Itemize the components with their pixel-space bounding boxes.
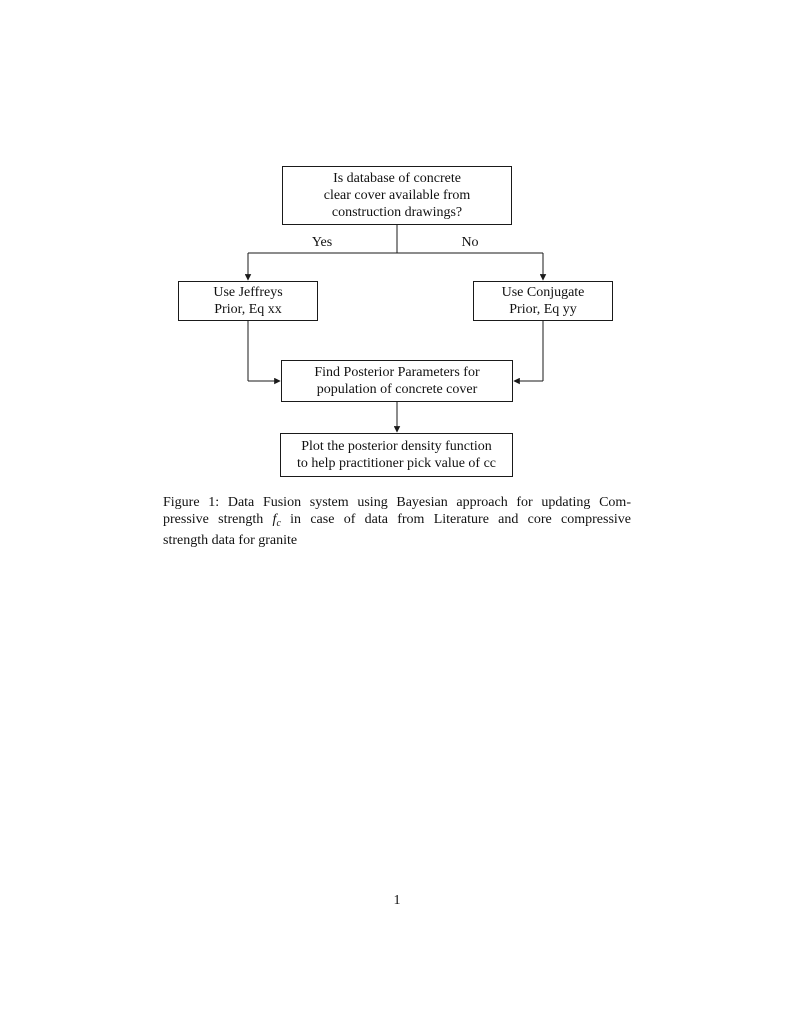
node-text-line: construction drawings? bbox=[331, 205, 463, 220]
flowchart-node-plot-posterior: Plot the posterior density function to h… bbox=[280, 433, 513, 477]
figure-caption: Figure 1: Data Fusion system using Bayes… bbox=[163, 494, 631, 549]
caption-line-2: pressive strength fc in case of data fro… bbox=[163, 512, 632, 529]
node-text-line: Plot the posterior density function bbox=[301, 439, 492, 454]
math-fc: fc bbox=[272, 512, 281, 529]
edge-label-yes: Yes bbox=[311, 235, 333, 250]
node-text-line: clear cover available from bbox=[323, 188, 471, 203]
node-text-line: Use Jeffreys bbox=[213, 285, 283, 300]
caption-line-3: strength data for granite bbox=[163, 533, 298, 548]
node-text-line: Find Posterior Parameters for bbox=[314, 365, 480, 380]
flowchart-node-conjugate-prior: Use Conjugate Prior, Eq yy bbox=[473, 281, 613, 321]
edge-label-no: No bbox=[461, 235, 479, 250]
node-text-line: Prior, Eq xx bbox=[214, 302, 282, 317]
node-text-line: Is database of concrete bbox=[333, 171, 461, 186]
node-text-line: population of concrete cover bbox=[316, 382, 478, 397]
caption-line-1: Figure 1: Data Fusion system using Bayes… bbox=[163, 495, 631, 510]
flowchart-node-jeffreys-prior: Use Jeffreys Prior, Eq xx bbox=[178, 281, 318, 321]
node-text-line: Prior, Eq yy bbox=[509, 302, 577, 317]
node-text-line: Use Conjugate bbox=[501, 285, 585, 300]
flowchart-node-question: Is database of concrete clear cover avai… bbox=[282, 166, 512, 225]
node-text-line: to help practitioner pick value of cc bbox=[296, 456, 497, 471]
flowchart-node-find-posterior: Find Posterior Parameters for population… bbox=[281, 360, 513, 402]
page-number: 1 bbox=[393, 893, 401, 908]
